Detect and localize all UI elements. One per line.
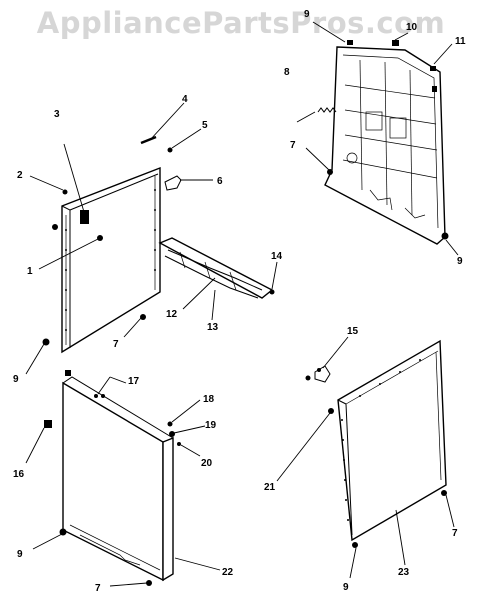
cross-brace <box>158 237 275 299</box>
bracket-part <box>305 365 331 383</box>
clip-part <box>164 175 182 191</box>
spring-part <box>317 107 337 113</box>
callout-9: 9 <box>457 256 463 267</box>
callout-20: 20 <box>201 458 213 469</box>
pin-part <box>140 135 157 145</box>
callout-7: 7 <box>290 140 296 151</box>
callout-15: 15 <box>347 326 359 337</box>
rear-panel <box>324 40 446 245</box>
right-side-panel <box>328 339 447 548</box>
callout-5: 5 <box>202 120 208 131</box>
callout-3: 3 <box>54 109 60 120</box>
callout-labels: 3 2 4 5 6 1 7 9 12 13 14 8 7 9 10 11 9 1… <box>13 9 466 594</box>
callout-9: 9 <box>304 9 310 20</box>
screw-part <box>62 189 68 195</box>
callout-23: 23 <box>398 567 410 578</box>
screw-part <box>327 169 333 175</box>
callout-18: 18 <box>203 394 215 405</box>
callout-22: 22 <box>222 567 234 578</box>
callout-19: 19 <box>205 420 217 431</box>
callout-6: 6 <box>217 176 223 187</box>
callout-13: 13 <box>207 322 219 333</box>
callout-9: 9 <box>17 549 23 560</box>
leader-lines <box>25 21 459 587</box>
callout-12: 12 <box>166 309 178 320</box>
callout-11: 11 <box>455 36 466 47</box>
screw-part <box>140 314 146 320</box>
callout-10: 10 <box>406 22 418 33</box>
callout-4: 4 <box>182 94 188 105</box>
callout-21: 21 <box>264 482 276 493</box>
screw-part <box>167 147 173 153</box>
callout-8: 8 <box>284 67 290 78</box>
callout-9: 9 <box>13 374 19 385</box>
front-panel <box>44 370 181 586</box>
callout-7: 7 <box>95 583 101 594</box>
watermark-text: AppliancePartsPros.com <box>36 6 446 40</box>
callout-9: 9 <box>343 582 349 593</box>
screw-part <box>441 232 449 240</box>
callout-7: 7 <box>452 528 458 539</box>
callout-2: 2 <box>17 170 23 181</box>
callout-17: 17 <box>128 376 140 387</box>
callout-16: 16 <box>13 469 25 480</box>
callout-7: 7 <box>113 339 119 350</box>
callout-1: 1 <box>27 266 33 277</box>
left-side-panel <box>42 166 161 354</box>
callout-14: 14 <box>271 251 283 262</box>
